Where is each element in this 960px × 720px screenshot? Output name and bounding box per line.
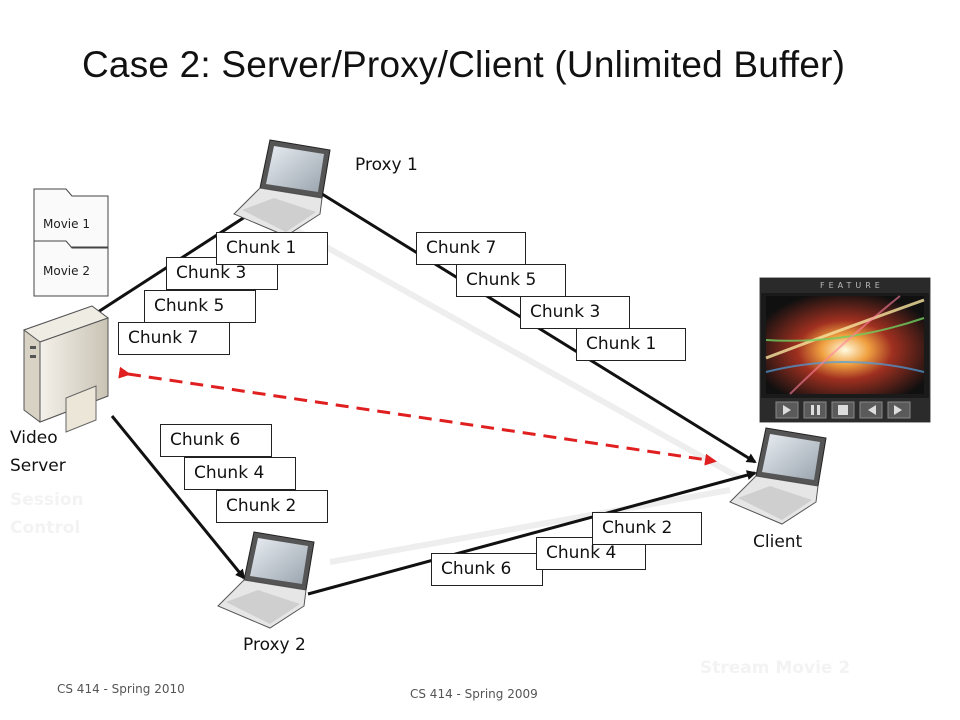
client-laptop-icon: [729, 427, 827, 525]
chunk-box: Chunk 1: [216, 232, 328, 265]
player-control-buttons: [775, 401, 911, 419]
proxy1-laptop-icon: [233, 139, 331, 237]
client-label: Client: [753, 532, 803, 552]
server-tower-icon: [22, 305, 110, 433]
player-banner: FEATURE: [820, 281, 884, 290]
chunk-box: Chunk 4: [184, 457, 296, 490]
footer-center: CS 414 - Spring 2009: [410, 687, 538, 701]
movie-label: Movie 1: [43, 217, 90, 231]
proxy1-label: Proxy 1: [355, 155, 418, 175]
faint-shadow-line: [329, 487, 731, 565]
chunk-box: Chunk 2: [592, 512, 702, 545]
slide-title: Case 2: Server/Proxy/Client (Unlimited B…: [82, 44, 846, 85]
chunk-box: Chunk 1: [576, 328, 686, 361]
media-player-image: [759, 277, 931, 423]
chunk-box: Chunk 3: [520, 296, 630, 329]
server-label-line1: Video: [10, 428, 58, 448]
session-control-arrow: [118, 366, 717, 466]
server-label-line2: Server: [10, 456, 66, 476]
proxy2-laptop-icon: [217, 531, 315, 629]
chunk-box: Chunk 6: [431, 553, 543, 586]
chunk-box: Chunk 7: [416, 232, 526, 265]
stream-movie-label: Stream Movie 2: [700, 658, 851, 678]
chunk-box: Chunk 5: [456, 264, 566, 297]
chunk-box: Chunk 2: [216, 490, 328, 523]
session-control-label-line1: Session: [10, 490, 84, 510]
chunk-box: Chunk 5: [144, 290, 256, 323]
session-control-label-line2: Control: [10, 518, 81, 538]
footer-left: CS 414 - Spring 2010: [57, 682, 185, 696]
chunk-box: Chunk 6: [160, 424, 272, 457]
movie-label: Movie 2: [43, 264, 90, 278]
proxy2-label: Proxy 2: [243, 635, 306, 655]
chunk-box: Chunk 7: [118, 322, 230, 355]
arrow-proxy2-to-client: [307, 470, 757, 596]
movie-folder-icon: [33, 240, 109, 297]
